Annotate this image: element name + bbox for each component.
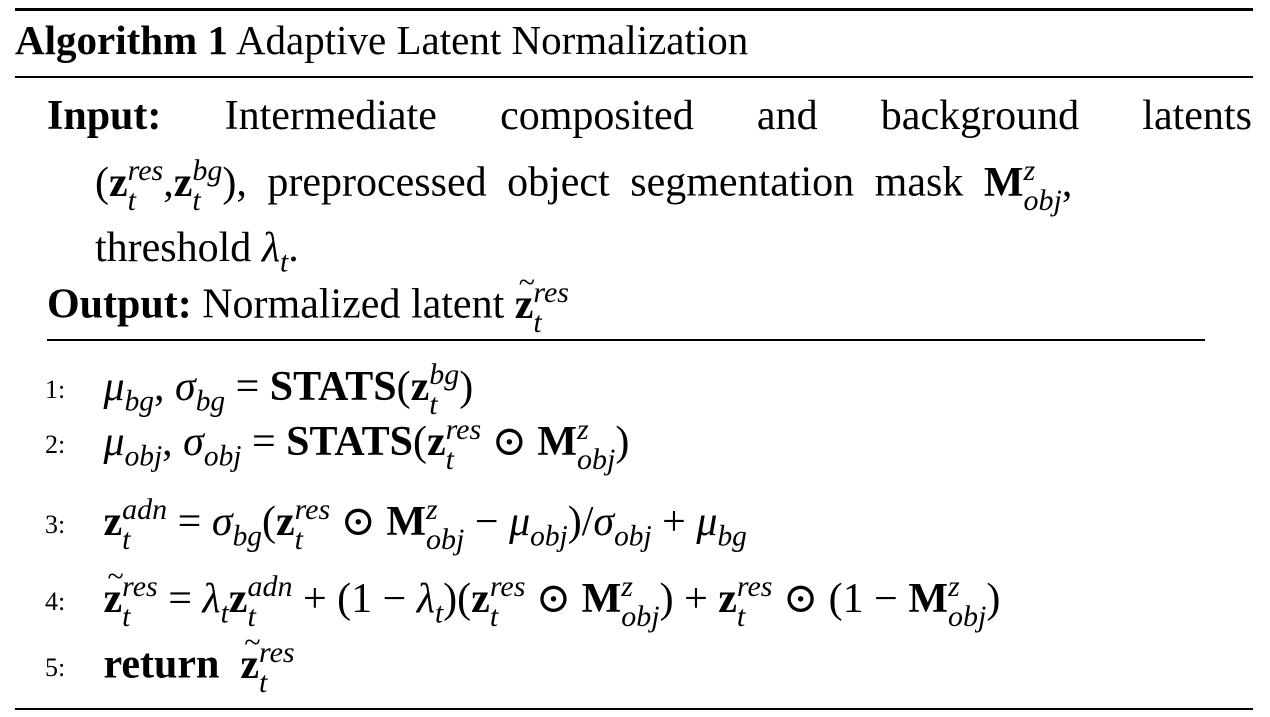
input-label: Input: xyxy=(47,93,162,139)
input-word: Intermediate xyxy=(224,93,437,139)
bottom-rule xyxy=(15,708,1253,710)
input-line-1: Input: Intermediate composited and backg… xyxy=(47,90,1252,142)
input-word: composited xyxy=(500,93,694,139)
threshold-text: threshold xyxy=(95,225,252,271)
step-number: 3: xyxy=(45,510,66,539)
top-rule xyxy=(15,8,1253,11)
return-keyword: return xyxy=(103,641,220,688)
algorithm-title: Algorithm 1 Adaptive Latent Normalizatio… xyxy=(15,14,748,66)
input-mask-text: , preprocessed object segmentation mask xyxy=(236,159,964,206)
input-word: and xyxy=(756,93,818,139)
algorithm-name: Adaptive Latent Normalization xyxy=(235,17,749,63)
output-text: Normalized latent xyxy=(202,281,505,328)
input-line-3: threshold λt. xyxy=(95,222,299,279)
stats-fn: STATS xyxy=(286,418,413,465)
step-number: 2: xyxy=(45,430,66,459)
threshold-formula: λt. xyxy=(261,225,299,279)
algorithm-label: Algorithm 1 xyxy=(15,17,228,63)
stats-fn: STATS xyxy=(269,363,397,410)
input-word: background xyxy=(880,93,1080,139)
step-number: 4: xyxy=(45,587,66,616)
title-rule xyxy=(15,76,1253,78)
output-label: Output: xyxy=(47,281,192,328)
step-number: 5: xyxy=(45,653,66,682)
input-word: latents xyxy=(1142,93,1252,139)
step-number: 1: xyxy=(45,375,66,404)
io-rule xyxy=(47,339,1205,341)
